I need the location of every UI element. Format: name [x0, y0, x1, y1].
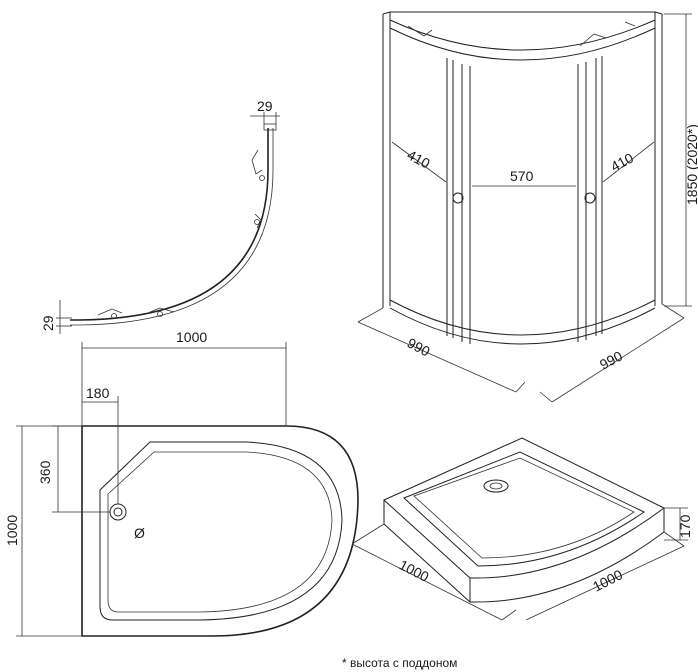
profile-top-dim: 29	[257, 98, 273, 114]
tray-base-right-dim: 1000	[590, 566, 625, 594]
tray-plan-view: Ø 1000 180 360 1000	[4, 329, 359, 637]
door-left-dim: 410	[405, 147, 433, 172]
tray-base-left-dim: 1000	[397, 556, 432, 584]
drain-diameter-symbol: Ø	[134, 525, 145, 541]
cabin-3d-view: 410 570 410 1850 (2020*) 990 990	[357, 11, 698, 403]
cabin-base-left-dim: 990	[405, 335, 433, 360]
door-right-dim: 410	[608, 149, 636, 174]
cabin-base-right-dim: 990	[597, 347, 625, 372]
cabin-height-dim: 1850 (2020*)	[684, 124, 698, 205]
tray-width-dim: 1000	[176, 329, 207, 345]
drain-y-dim: 360	[37, 460, 53, 484]
tray-height-dim: 170	[677, 514, 693, 538]
profile-left-dim: 29	[40, 315, 56, 331]
profile-plan-view: 29 29	[40, 98, 280, 334]
drain-x-dim: 180	[86, 385, 110, 401]
tray-3d-view: 170 1000 1000	[351, 437, 693, 621]
footnote: * высота с поддоном	[342, 656, 457, 670]
center-opening-dim: 570	[510, 168, 534, 184]
tray-depth-dim: 1000	[4, 515, 20, 546]
